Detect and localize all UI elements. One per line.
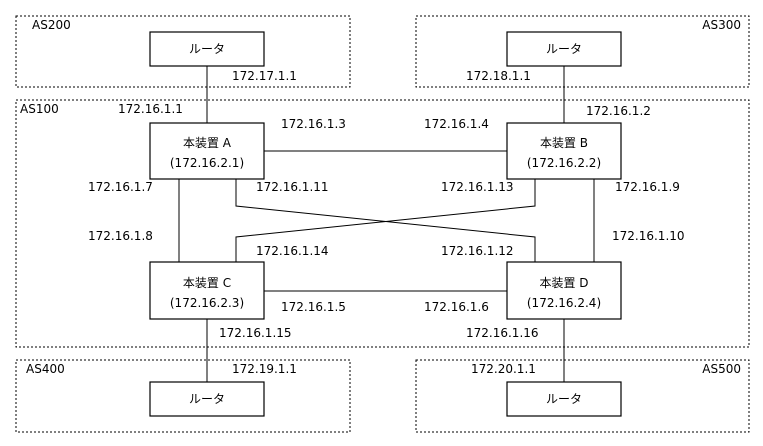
as400-boundary [15, 359, 351, 433]
ip-label-172-16-1-1: 172.16.1.1 [118, 102, 183, 116]
ip-label-172-16-1-4: 172.16.1.4 [424, 117, 489, 131]
as500-boundary [415, 359, 750, 433]
ip-label-172-16-1-10: 172.16.1.10 [612, 229, 685, 243]
ip-label-172-16-1-16: 172.16.1.16 [466, 326, 539, 340]
ip-label-172-16-1-2: 172.16.1.2 [586, 104, 651, 118]
ip-label-172-16-1-7: 172.16.1.7 [88, 180, 153, 194]
router-as200: ルータ [149, 31, 265, 67]
device-a: 本装置 A (172.16.2.1) [149, 122, 265, 180]
ip-label-172-16-1-14: 172.16.1.14 [256, 244, 329, 258]
device-c-address: (172.16.2.3) [170, 296, 244, 310]
as400-label: AS400 [26, 362, 65, 376]
as100-boundary [15, 99, 750, 348]
ip-label-172-18-1-1: 172.18.1.1 [466, 69, 531, 83]
as300-boundary [415, 15, 750, 88]
device-b: 本装置 B (172.16.2.2) [506, 122, 622, 180]
router-as200-label: ルータ [189, 42, 225, 56]
ip-label-172-16-1-8: 172.16.1.8 [88, 229, 153, 243]
as500-label: AS500 [702, 362, 741, 376]
device-b-address: (172.16.2.2) [527, 156, 601, 170]
ip-label-172-20-1-1: 172.20.1.1 [471, 362, 536, 376]
device-c-name: 本装置 C [183, 276, 231, 290]
as200-label: AS200 [32, 18, 71, 32]
ip-label-172-16-1-13: 172.16.1.13 [441, 180, 514, 194]
ip-label-172-19-1-1: 172.19.1.1 [232, 362, 297, 376]
as200-boundary [15, 15, 351, 88]
device-d-name: 本装置 D [539, 276, 588, 290]
router-as300: ルータ [506, 31, 622, 67]
ip-label-172-16-1-12: 172.16.1.12 [441, 244, 514, 258]
ip-label-172-17-1-1: 172.17.1.1 [232, 69, 297, 83]
as100-label: AS100 [20, 102, 59, 116]
router-as400: ルータ [149, 381, 265, 417]
router-as500-label: ルータ [546, 392, 582, 406]
device-d: 本装置 D (172.16.2.4) [506, 261, 622, 320]
as300-label: AS300 [702, 18, 741, 32]
ip-label-172-16-1-6: 172.16.1.6 [424, 300, 489, 314]
router-as500: ルータ [506, 381, 622, 417]
ip-label-172-16-1-9: 172.16.1.9 [615, 180, 680, 194]
device-c: 本装置 C (172.16.2.3) [149, 261, 265, 320]
ip-label-172-16-1-11: 172.16.1.11 [256, 180, 329, 194]
device-a-address: (172.16.2.1) [170, 156, 244, 170]
device-d-address: (172.16.2.4) [527, 296, 601, 310]
ip-label-172-16-1-15: 172.16.1.15 [219, 326, 292, 340]
ip-label-172-16-1-3: 172.16.1.3 [281, 117, 346, 131]
device-b-name: 本装置 B [540, 136, 588, 150]
ip-label-172-16-1-5: 172.16.1.5 [281, 300, 346, 314]
router-as400-label: ルータ [189, 392, 225, 406]
link-b-c [235, 179, 536, 262]
router-as300-label: ルータ [546, 42, 582, 56]
device-a-name: 本装置 A [183, 136, 232, 150]
